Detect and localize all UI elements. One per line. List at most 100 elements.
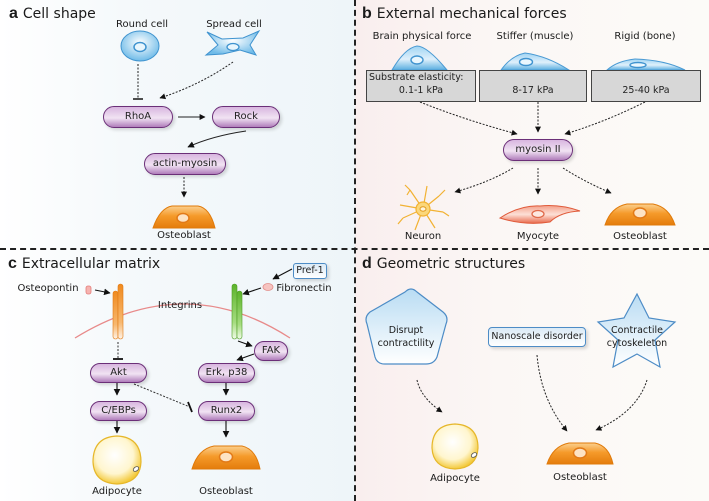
vertical-divider [354, 0, 356, 501]
round-cell-icon [120, 30, 160, 62]
myosin-ii-node: myosin II [503, 139, 573, 161]
integrin-green-icon [231, 283, 243, 340]
osteopontin-edge [94, 288, 111, 296]
spread-cell-icon [204, 29, 261, 56]
neuron-cell-icon [397, 184, 450, 231]
osteoblast-cell-icon [152, 205, 216, 229]
cell-on-soft-substrate-icon [391, 45, 449, 71]
panel-d-letter: d [362, 255, 372, 272]
fibronectin-edge [242, 287, 262, 296]
nanoscale-to-osteoblast-edge [536, 354, 568, 432]
substrate-soft: Substrate elasticity: 0.1-1 kPa [366, 70, 476, 102]
rock-node: Rock [212, 106, 280, 128]
myosin-to-osteoblast-edge [562, 167, 612, 194]
adipocyte-cell-icon [431, 423, 479, 470]
adipocyte-label: Adipocyte [92, 486, 142, 497]
rock-actin-edge [187, 130, 247, 148]
panel-c-title-text: Extracellular matrix [21, 256, 161, 272]
spread-cell-label: Spread cell [206, 19, 262, 30]
cell-membrane [74, 303, 291, 339]
panel-c-graphics [74, 268, 293, 485]
nanoscale-disorder-box: Nanoscale disorder [488, 327, 586, 347]
disrupt-contractility-shape [365, 288, 448, 365]
integrin-fak-edge [237, 340, 253, 348]
actin-myosin-node: actin-myosin [144, 153, 226, 175]
substrate-rigid: 25-40 kPa [591, 70, 701, 102]
integrins-label: Integrins [157, 300, 203, 311]
erk-p38-node: Erk, p38 [198, 363, 255, 383]
panel-d-title-text: Geometric structures [376, 256, 526, 272]
panel-b-title-text: External mechanical forces [376, 6, 567, 22]
condition-label-brain: Brain physical force [372, 31, 472, 42]
contractile-label-line2: cytoskeleton [606, 338, 668, 349]
horizontal-divider [0, 248, 709, 250]
disrupt-to-adipocyte-edge [416, 379, 443, 413]
panel-d-graphics [365, 288, 677, 470]
cell-on-stiffer-substrate-icon [500, 52, 571, 71]
cell-on-rigid-substrate-icon [605, 58, 686, 71]
cebps-node: C/EBPs [90, 401, 147, 421]
rigid-to-myosin-edge [564, 101, 646, 136]
contractile-label-line1: Contractile [610, 325, 663, 336]
osteoblast-cell-icon [191, 445, 261, 470]
akt-node: Akt [90, 363, 147, 383]
inhibit-bar [187, 401, 193, 413]
integrin-orange-icon [112, 283, 124, 340]
soft-to-myosin-edge [419, 101, 518, 136]
substrate-rigid-value: 25-40 kPa [622, 85, 670, 96]
myosin-to-neuron-edge [454, 167, 514, 194]
substrate-soft-value: 0.1-1 kPa [398, 85, 444, 96]
spread-activate-edge [159, 61, 234, 100]
round-cell-label: Round cell [115, 19, 169, 30]
substrate-stiffer-caption [480, 71, 586, 84]
osteopontin-ligand-icon [85, 285, 92, 295]
osteoblast-label: Osteoblast [613, 231, 667, 242]
pref1-box: Pref-1 [293, 263, 327, 279]
akt-runx2-inhibit-edge [133, 383, 191, 408]
osteopontin-label: Osteopontin [17, 283, 79, 294]
substrate-stiffer: 8-17 kPa [479, 70, 587, 102]
disrupt-label-line2: contractility [377, 338, 435, 349]
panel-b-graphics [391, 45, 686, 231]
panel-a-title-text: Cell shape [22, 6, 96, 22]
substrate-soft-caption: Substrate elasticity: [369, 72, 464, 83]
fibronectin-ligand-icon [262, 283, 274, 291]
panel-a-letter: a [9, 5, 18, 22]
neuron-label: Neuron [404, 231, 442, 242]
pref1-edge [272, 268, 293, 280]
disrupt-label-line1: Disrupt [388, 325, 424, 336]
condition-label-bone: Rigid (bone) [614, 31, 676, 42]
panel-a-graphics [120, 29, 261, 229]
panel-b-letter: b [362, 5, 372, 22]
runx2-node: Runx2 [198, 401, 255, 421]
rhoa-node: RhoA [103, 106, 173, 128]
condition-label-muscle: Stiffer (muscle) [496, 31, 574, 42]
fak-node: FAK [254, 341, 288, 361]
adipocyte-cell-icon [92, 435, 142, 485]
substrate-rigid-caption [592, 71, 700, 84]
adipocyte-label: Adipocyte [430, 473, 480, 484]
osteoblast-cell-icon [546, 442, 614, 465]
osteoblast-label: Osteoblast [553, 472, 607, 483]
fibronectin-label: Fibronectin [276, 283, 332, 294]
osteoblast-label: Osteoblast [199, 486, 253, 497]
disrupt-contractility-label: Disrupt contractility [378, 324, 435, 350]
panel-c-letter: c [8, 255, 17, 272]
myocyte-cell-icon [498, 205, 581, 224]
contractile-to-osteoblast-edge [595, 379, 648, 431]
substrate-stiffer-value: 8-17 kPa [512, 85, 554, 96]
contractile-cytoskeleton-shape [596, 292, 677, 369]
osteoblast-label: Osteoblast [157, 230, 211, 241]
contractile-cytoskeleton-label: Contractile cytoskeleton [607, 324, 667, 350]
myocyte-label: Myocyte [516, 231, 560, 242]
osteoblast-cell-icon [604, 203, 676, 226]
